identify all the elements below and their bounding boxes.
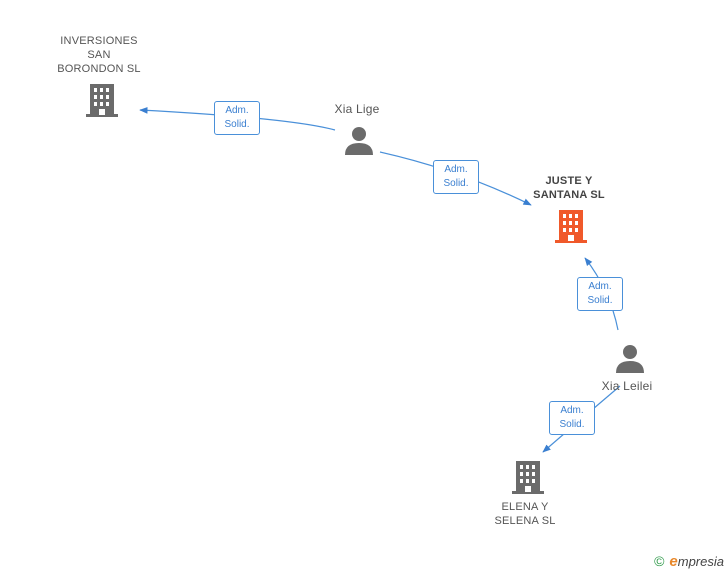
node-label-inversiones[interactable]: INVERSIONES SAN BORONDON SL <box>49 34 149 76</box>
label-line: BORONDON SL <box>57 63 141 75</box>
person-icon[interactable] <box>345 127 373 155</box>
edge-label-adm-solid[interactable]: Adm. Solid. <box>577 277 623 311</box>
edge-label-line: Solid. <box>587 295 613 306</box>
edge-label-adm-solid[interactable]: Adm. Solid. <box>214 101 260 135</box>
person-icon[interactable] <box>616 345 644 373</box>
copyright-icon: © <box>654 553 665 569</box>
edge-xia-lige-to-inversiones <box>139 107 336 131</box>
edge-label-line: Adm. <box>444 164 468 175</box>
edge-label-line: Adm. <box>560 405 584 416</box>
label-line: Xia Lige <box>334 102 380 116</box>
node-label-xia-lige[interactable]: Xia Lige <box>317 102 397 116</box>
label-line: SANTANA SL <box>533 189 605 201</box>
label-line: SAN <box>87 49 111 61</box>
edge-label-adm-solid[interactable]: Adm. Solid. <box>433 160 479 194</box>
edge-label-line: Adm. <box>588 281 612 292</box>
brand-logo-initial: e <box>669 553 678 570</box>
node-label-elena[interactable]: ELENA Y SELENA SL <box>475 500 575 528</box>
node-label-juste[interactable]: JUSTE Y SANTANA SL <box>519 174 619 202</box>
edge-label-line: Solid. <box>559 419 585 430</box>
label-line: Xia Leilei <box>601 379 653 393</box>
copyright-brand[interactable]: ©empresia <box>654 553 724 570</box>
brand-logo-text: mpresia <box>677 554 724 569</box>
edge-label-line: Adm. <box>225 105 249 116</box>
building-icon[interactable] <box>555 210 587 243</box>
edge-label-line: Solid. <box>224 119 250 130</box>
label-line: INVERSIONES <box>60 35 138 47</box>
building-icon[interactable] <box>86 84 118 117</box>
node-label-xia-leilei[interactable]: Xia Leilei <box>587 379 667 393</box>
edge-label-adm-solid[interactable]: Adm. Solid. <box>549 401 595 435</box>
building-icon[interactable] <box>512 461 544 494</box>
edge-label-line: Solid. <box>443 178 469 189</box>
label-line: SELENA SL <box>494 515 556 527</box>
label-line: ELENA Y <box>501 501 549 513</box>
label-line: JUSTE Y <box>545 175 593 187</box>
